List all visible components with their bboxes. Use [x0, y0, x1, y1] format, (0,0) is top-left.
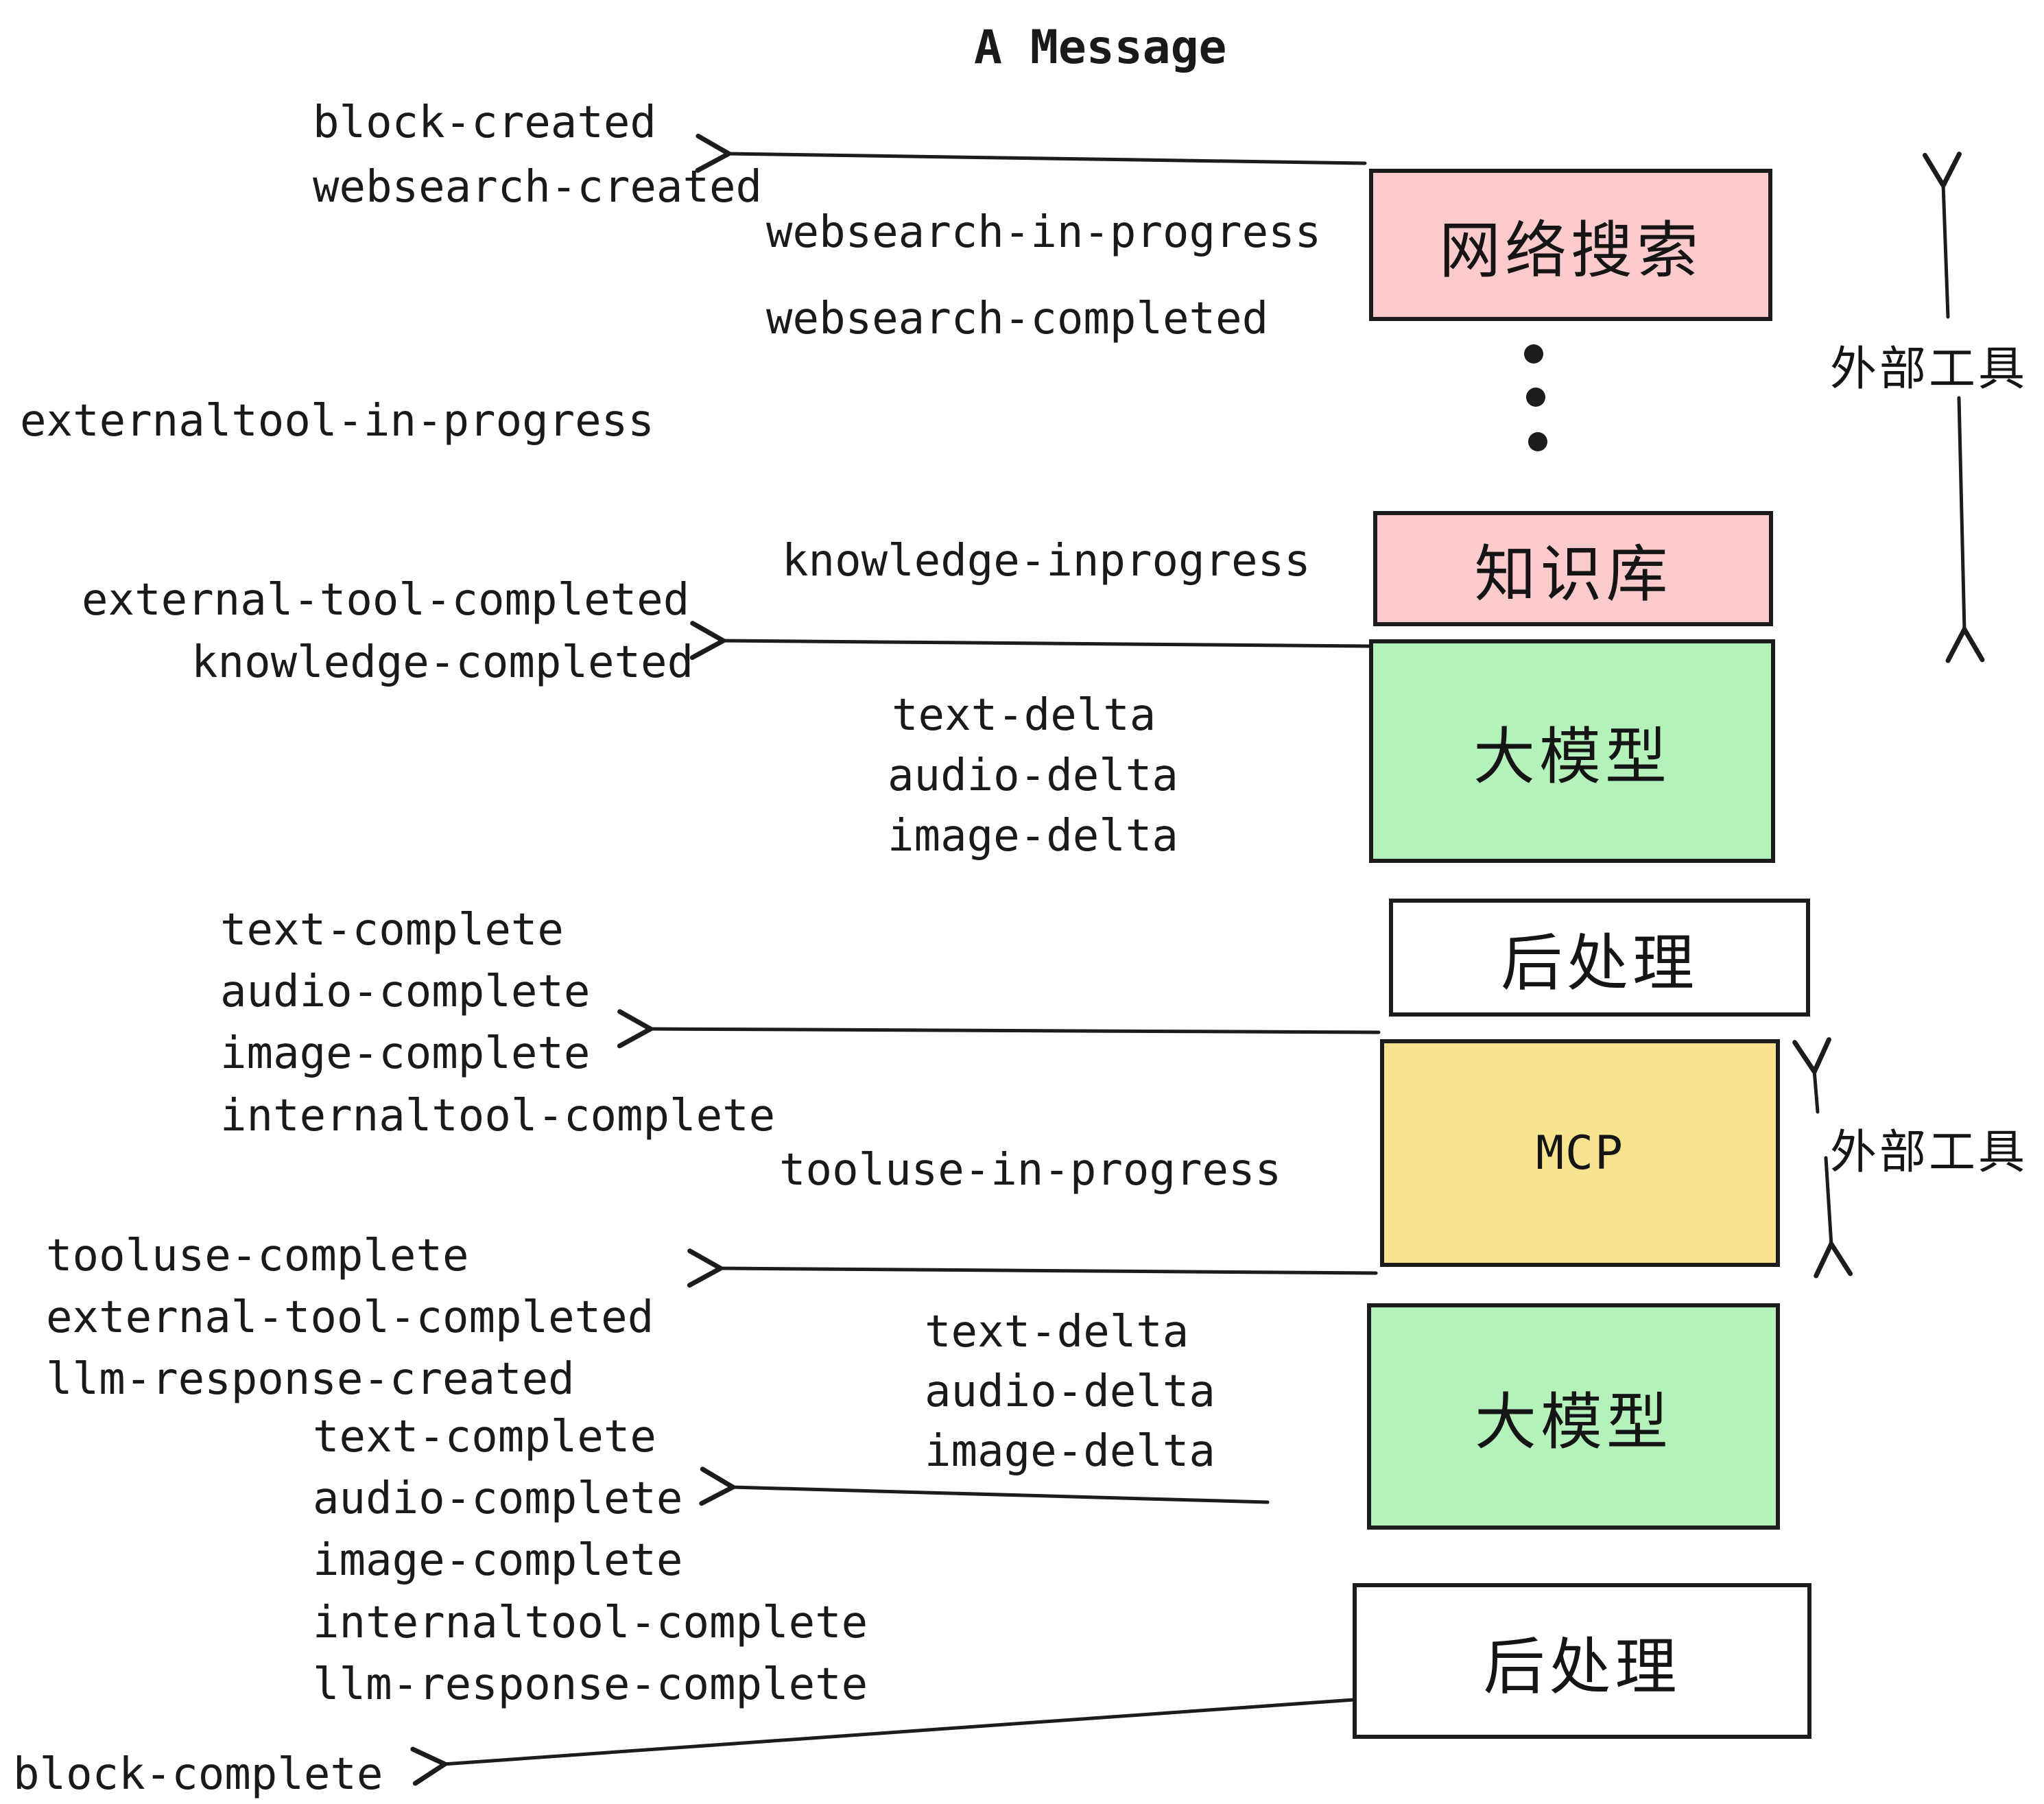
external-tools-label-top: 外部工具 — [1830, 343, 2028, 395]
diagram-title: A Message — [974, 21, 1227, 75]
event-external-tool-completed-2: external-tool-completed — [46, 1292, 654, 1343]
event-text-delta-1: text-delta — [892, 690, 1156, 741]
node-mcp-label: MCP — [1536, 1126, 1624, 1180]
event-image-complete-1: image-complete — [220, 1028, 591, 1079]
event-image-delta-1: image-delta — [888, 811, 1178, 862]
event-image-delta-2: image-delta — [925, 1426, 1215, 1477]
external-tools-bottom-up-arrow — [1792, 1037, 1831, 1114]
event-text-complete-2: text-complete — [313, 1412, 656, 1462]
event-internaltool-complete-2: internaltool-complete — [313, 1598, 868, 1648]
arrow-to-knowledge-completed — [689, 621, 1371, 661]
event-audio-delta-2: audio-delta — [925, 1366, 1215, 1417]
event-text-complete-1: text-complete — [220, 905, 564, 956]
event-tooluse-complete: tooluse-complete — [46, 1231, 469, 1281]
event-llm-response-complete: llm-response-complete — [313, 1659, 868, 1710]
external-tools-top-up-arrow — [1922, 152, 1962, 319]
node-websearch: 网络搜索 — [1369, 169, 1772, 321]
event-audio-delta-1: audio-delta — [888, 750, 1178, 801]
node-llm-1-label: 大模型 — [1473, 723, 1671, 792]
event-externaltool-in-progress: externaltool-in-progress — [20, 396, 654, 447]
event-text-delta-2: text-delta — [925, 1307, 1189, 1357]
node-postprocess-1-label: 后处理 — [1501, 929, 1698, 998]
node-websearch-label: 网络搜索 — [1439, 217, 1702, 285]
arrow-to-tooluse-complete — [687, 1248, 1378, 1288]
event-image-complete-2: image-complete — [313, 1535, 683, 1586]
node-postprocess-2: 后处理 — [1353, 1583, 1811, 1739]
event-knowledge-completed: knowledge-completed — [191, 637, 694, 688]
arrow-to-image-complete — [617, 1009, 1381, 1049]
external-tools-label-bottom: 外部工具 — [1830, 1126, 2028, 1178]
event-websearch-completed: websearch-completed — [766, 294, 1269, 344]
arrow-to-websearch-created — [695, 133, 1367, 173]
node-llm-2-label: 大模型 — [1475, 1388, 1672, 1457]
event-websearch-in-progress: websearch-in-progress — [766, 207, 1322, 258]
event-block-complete: block-complete — [13, 1749, 383, 1800]
event-internaltool-complete-1: internaltool-complete — [220, 1091, 776, 1141]
event-external-tool-completed-1: external-tool-completed — [82, 575, 690, 626]
event-llm-response-created: llm-response-created — [46, 1354, 575, 1405]
external-tools-top-down-arrow — [1945, 396, 1985, 663]
ellipsis-dot — [1528, 432, 1547, 451]
node-knowledge-label: 知识库 — [1474, 541, 1672, 609]
arrow-to-audio-complete — [699, 1467, 1270, 1506]
event-tooluse-in-progress: tooluse-in-progress — [779, 1145, 1282, 1196]
event-audio-complete-2: audio-complete — [313, 1473, 683, 1524]
node-mcp: MCP — [1380, 1039, 1780, 1267]
ellipsis-dot — [1526, 388, 1545, 407]
node-knowledge: 知识库 — [1373, 511, 1773, 626]
event-block-created: block-created — [313, 97, 656, 148]
node-postprocess-2-label: 后处理 — [1483, 1633, 1681, 1702]
node-llm-2: 大模型 — [1367, 1303, 1780, 1530]
event-audio-complete-1: audio-complete — [220, 966, 591, 1017]
node-postprocess-1: 后处理 — [1389, 899, 1810, 1017]
node-llm-1: 大模型 — [1369, 639, 1775, 863]
event-knowledge-inprogress: knowledge-inprogress — [782, 536, 1311, 586]
ellipsis-dot — [1524, 344, 1543, 364]
event-websearch-created: websearch-created — [313, 162, 763, 213]
